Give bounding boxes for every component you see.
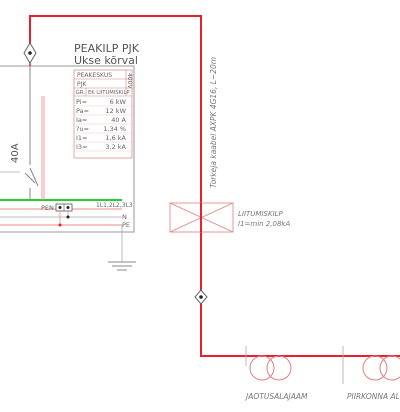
junction-box-current: I1=min 2,08kA xyxy=(238,220,290,228)
transformer-2-label: PIIRKONNA AL xyxy=(347,392,400,401)
panel-subtitle: Ukse kõrval xyxy=(74,54,138,67)
panel-title: PEAKILP PJK xyxy=(74,42,140,55)
table-row-value: 1,34 % xyxy=(103,125,126,133)
table-col-type: EK LIITUMISKILP xyxy=(88,90,130,96)
feed-cable-line xyxy=(29,15,400,357)
junction-box-name: LIITUMISKILP xyxy=(238,210,284,218)
table-rows: Pi= 6 kW Pa= 12 kW Ia= 40 A ?u= 1,34 % I1= 1,6 kA… xyxy=(74,98,132,152)
phase-label: 1L1,2L2,3L3 xyxy=(96,202,133,209)
pe-label: PE xyxy=(122,221,130,229)
breaker-rating: 40A xyxy=(10,143,21,163)
table-row-label: I3= xyxy=(76,143,88,151)
table-row-label: I1= xyxy=(76,134,88,142)
table-row-label: Pi= xyxy=(76,98,87,106)
table-row-value: 6 kW xyxy=(110,98,127,106)
table-row-label: ?u= xyxy=(76,125,89,133)
cable-label: Torkeja kaabel AXPK 4G16, L~20m xyxy=(209,57,218,188)
table-row-value: 40 A xyxy=(111,116,126,124)
table-row-value: 1,6 kA xyxy=(105,134,126,142)
panel-enclosure xyxy=(0,65,135,233)
transformer-substation xyxy=(245,346,292,381)
connection-node-bottom xyxy=(194,289,208,305)
panel-data-table: PEAKESKUS PJK GR. EK LIITUMISKILP 400V xyxy=(73,69,133,159)
ground-symbol xyxy=(108,225,136,271)
junction-box xyxy=(169,202,234,233)
table-heading: PEAKESKUS xyxy=(77,72,112,79)
transformer-district xyxy=(342,346,400,384)
table-row-label: Ia= xyxy=(76,116,87,124)
main-breaker xyxy=(0,66,39,200)
n-label: N xyxy=(122,213,127,221)
transformer-1-label: JAOTUSALAJAAM xyxy=(244,392,308,401)
pen-terminal xyxy=(55,203,73,227)
table-row-value: 3,2 kA xyxy=(105,143,126,151)
table-panel-name: PJK xyxy=(77,81,87,88)
connection-node-top xyxy=(23,42,37,64)
table-row-value: 12 kW xyxy=(105,107,126,115)
table-col-group: GR. xyxy=(76,90,86,96)
panel-voltage: 400V xyxy=(126,73,133,89)
table-row-label: Pa= xyxy=(76,107,89,115)
pen-label: PEN xyxy=(41,204,54,212)
